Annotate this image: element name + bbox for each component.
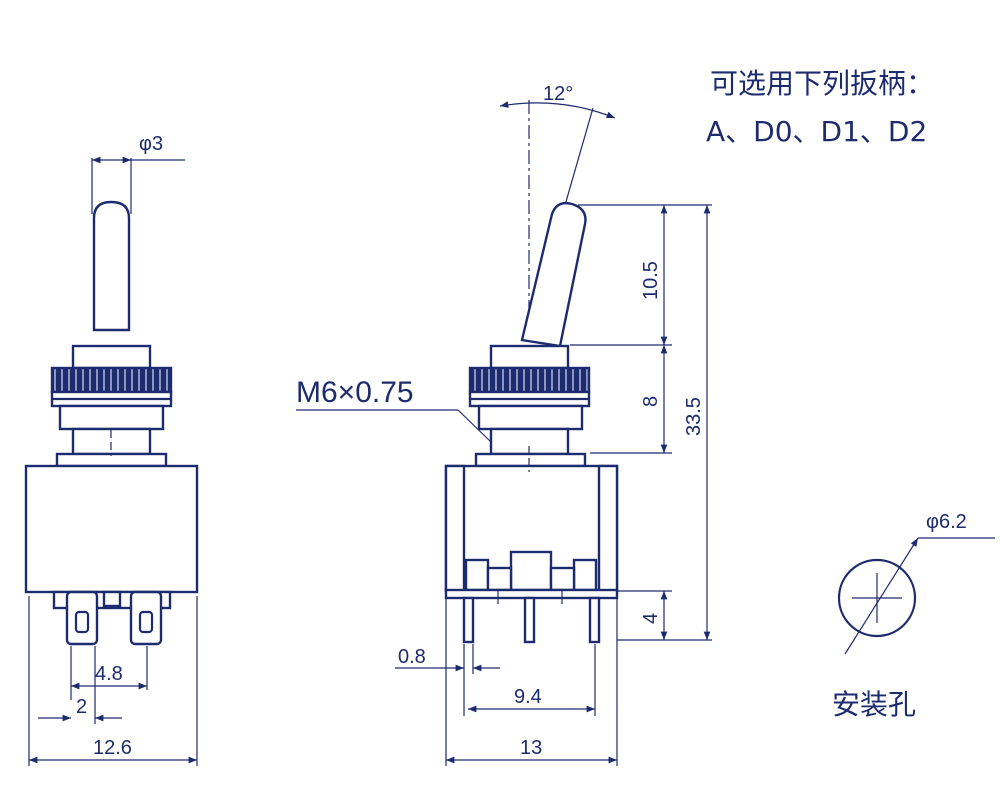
side-dim-lever: 10.5 (640, 261, 662, 300)
mounting-hole-label: 安装孔 (832, 688, 916, 721)
side-hex-nut (477, 404, 584, 431)
front-terminal-right (129, 590, 163, 646)
front-view: φ3 4.8 2 12.6 (24, 133, 199, 766)
side-dim-pin-length: 4 (640, 613, 662, 624)
front-body (24, 464, 199, 594)
front-hex-nut (58, 404, 165, 431)
mounting-hole: φ6.2 安装孔 (832, 511, 995, 721)
side-lever (520, 201, 587, 348)
side-pin-center (523, 596, 536, 644)
side-view: 12° M6×0. (296, 83, 712, 766)
side-pin-left (462, 596, 475, 644)
front-knurled-ring (50, 366, 173, 394)
side-thread-label: M6×0.75 (296, 376, 414, 409)
side-top-nut (489, 344, 570, 370)
side-pin-right (588, 596, 601, 644)
side-dim-total: 33.5 (683, 397, 705, 436)
side-dim-body-width: 13 (520, 737, 542, 759)
front-dim-body-width: 12.6 (93, 737, 132, 759)
front-dim-diameter: φ3 (139, 133, 163, 155)
handle-options-list: A、D0、D1、D2 (706, 115, 927, 148)
front-terminal-center (102, 590, 122, 608)
front-terminal-left (65, 590, 99, 646)
front-dim-pin-width: 2 (76, 696, 87, 718)
side-dim-angle: 12° (543, 83, 573, 105)
side-dim-pin-pitch: 9.4 (514, 686, 542, 708)
mounting-hole-circle (837, 558, 917, 638)
side-lug-left (464, 558, 490, 592)
side-bracket-left (444, 464, 466, 593)
front-dim-pin-spacing: 4.8 (95, 663, 123, 685)
handle-options-heading: 可选用下列扳柄： (710, 67, 934, 100)
side-bracket-right (597, 464, 619, 593)
side-knurled-ring (468, 366, 591, 394)
side-base-plate (444, 588, 619, 600)
front-lever (92, 200, 131, 332)
front-top-nut (71, 344, 152, 370)
side-dim-pin-thickness: 0.8 (398, 646, 426, 668)
side-dim-bushing: 8 (640, 396, 662, 407)
side-lug-right (572, 558, 598, 592)
mounting-hole-dim: φ6.2 (926, 511, 967, 533)
side-lug-center (509, 550, 553, 592)
side-flange (474, 452, 587, 468)
